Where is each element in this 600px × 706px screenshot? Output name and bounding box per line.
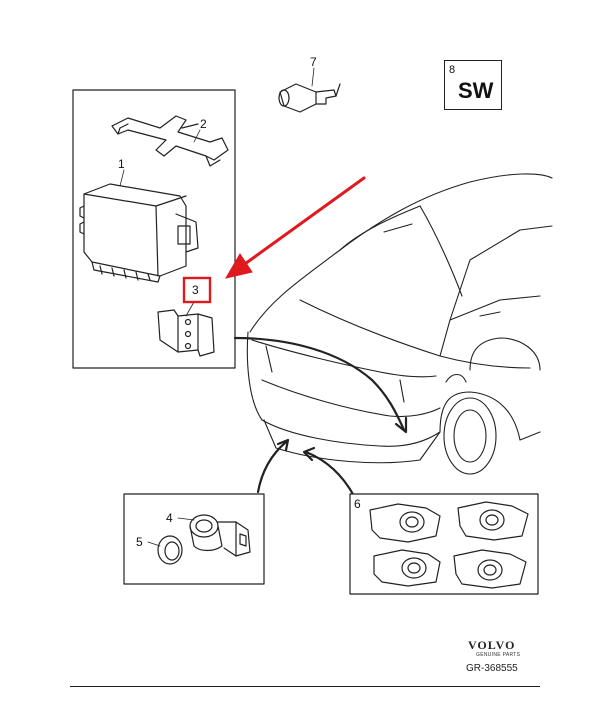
bracket-part-2 bbox=[111, 115, 229, 167]
sensor-holder-top-left bbox=[369, 503, 441, 543]
control-module-part-1 bbox=[79, 183, 199, 283]
sensor-ring-part-5 bbox=[157, 535, 183, 565]
highlight-box-part-3 bbox=[182, 276, 212, 304]
sensor-frame bbox=[123, 493, 265, 585]
parking-sensor-part-4 bbox=[189, 514, 251, 557]
sensor-holder-top-right bbox=[457, 501, 529, 541]
leader-5 bbox=[147, 541, 161, 547]
brand-tagline: GENUINE PARTS bbox=[476, 652, 521, 658]
callout-6: 6 bbox=[354, 497, 361, 511]
diagram-reference: GR-368555 bbox=[466, 663, 518, 674]
highlight-arrow-head bbox=[224, 253, 253, 279]
leader-4 bbox=[177, 517, 195, 521]
mounting-plate-part-3 bbox=[157, 309, 215, 357]
pointer-arrow-head-module bbox=[394, 416, 408, 434]
callout-5: 5 bbox=[136, 535, 143, 549]
leader-3 bbox=[185, 301, 195, 317]
callout-7: 7 bbox=[310, 55, 317, 69]
pointer-arrow-head-sensor bbox=[276, 438, 290, 452]
callout-8: 8 bbox=[449, 64, 456, 76]
callout-3: 3 bbox=[192, 283, 199, 297]
callout-1: 1 bbox=[118, 157, 125, 171]
leader-1 bbox=[119, 169, 125, 187]
pointer-arrow-head-holder bbox=[302, 446, 316, 462]
bottom-rule bbox=[70, 686, 540, 687]
leader-2 bbox=[193, 129, 201, 143]
holders-frame bbox=[349, 493, 539, 595]
highlight-arrow-line bbox=[240, 176, 366, 268]
sensor-holder-bottom-right bbox=[453, 549, 527, 589]
software-badge-label: SW bbox=[458, 78, 494, 103]
leader-7 bbox=[311, 67, 315, 87]
pointer-curve-holder bbox=[304, 450, 356, 498]
sensor-holder-bottom-left bbox=[373, 549, 441, 587]
module-frame bbox=[72, 89, 236, 369]
pointer-curve-module bbox=[233, 336, 406, 432]
callout-2: 2 bbox=[200, 117, 207, 131]
brand-logo: VOLVO bbox=[468, 638, 516, 652]
software-badge: 8 SW bbox=[444, 60, 502, 110]
pointer-curve-sensor bbox=[256, 440, 288, 494]
car-rear-outline bbox=[246, 173, 553, 475]
connector-part-7 bbox=[278, 83, 341, 113]
callout-4: 4 bbox=[166, 511, 173, 525]
